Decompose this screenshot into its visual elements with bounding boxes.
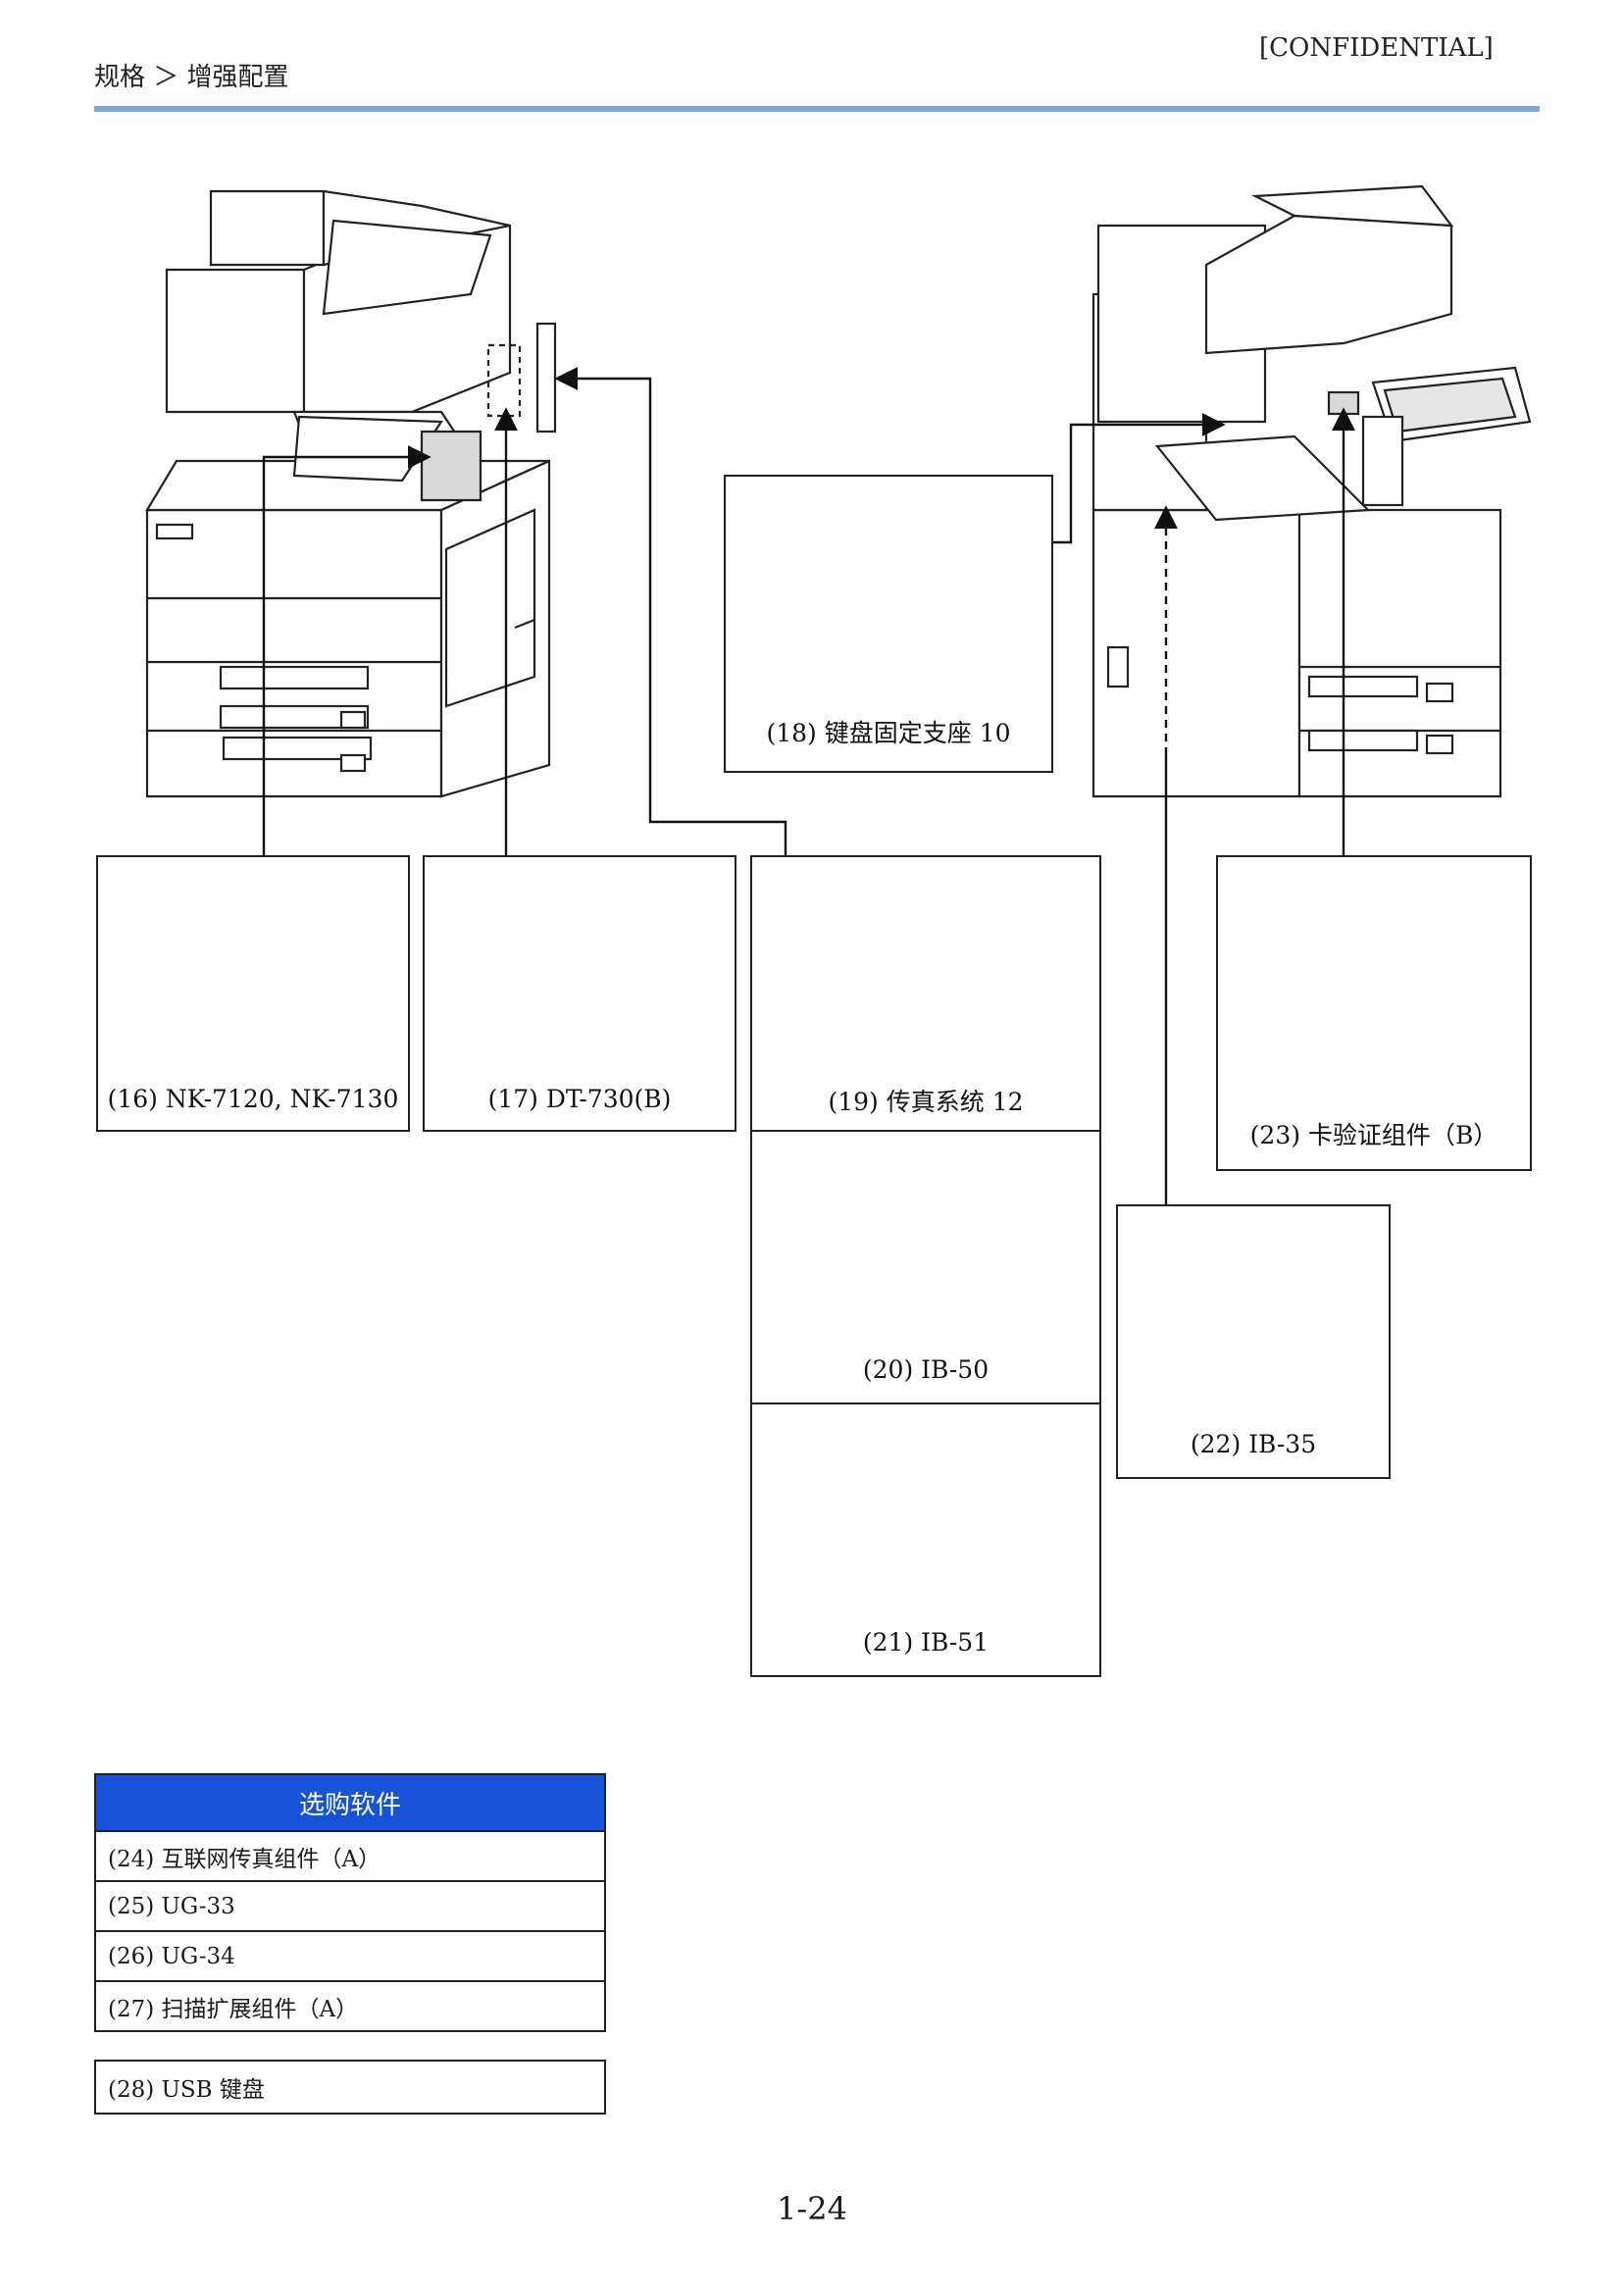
page-number: 1-24 [777,2190,847,2227]
option-label-19: (19) 传真系统 12 [828,1088,1024,1116]
option-box-19: (19) 传真系统 12 [750,855,1101,1132]
software-table-title: 选购软件 [94,1773,606,1832]
software-row: (24) 互联网传真组件（A） [94,1830,606,1882]
option-box-21: (21) IB-51 [750,1402,1101,1677]
optional-software-table: 选购软件 (24) 互联网传真组件（A） (25) UG-33 (26) UG-… [94,1773,606,2032]
usb-keyboard-table: (28) USB 键盘 [94,2060,606,2115]
option-label-18: (18) 键盘固定支座 10 [766,719,1011,747]
option-box-23: (23) 卡验证组件（B） [1216,855,1532,1171]
usb-keyboard-row: (28) USB 键盘 [94,2060,606,2115]
printer-left-illustration [145,189,557,798]
confidential-label: [CONFIDENTIAL] [1259,33,1494,63]
option-label-22: (22) IB-35 [1190,1430,1317,1458]
option-box-18: (18) 键盘固定支座 10 [724,475,1053,773]
option-box-20: (20) IB-50 [750,1130,1101,1404]
option-label-16: (16) NK-7120, NK-7130 [107,1085,399,1113]
header-rule [94,106,1540,112]
option-label-21: (21) IB-51 [862,1628,990,1657]
option-label-17: (17) DT-730(B) [487,1085,672,1113]
option-label-20: (20) IB-50 [862,1355,990,1384]
breadcrumb: 规格 ＞ 增强配置 [94,63,289,92]
software-row: (26) UG-34 [94,1930,606,1982]
option-box-17: (17) DT-730(B) [423,855,736,1132]
option-box-16: (16) NK-7120, NK-7130 [96,855,410,1132]
option-label-23: (23) 卡验证组件（B） [1249,1121,1498,1149]
software-row: (25) UG-33 [94,1880,606,1932]
software-row: (27) 扫描扩展组件（A） [94,1980,606,2032]
printer-right-illustration [1091,184,1532,798]
option-box-22: (22) IB-35 [1116,1204,1391,1479]
